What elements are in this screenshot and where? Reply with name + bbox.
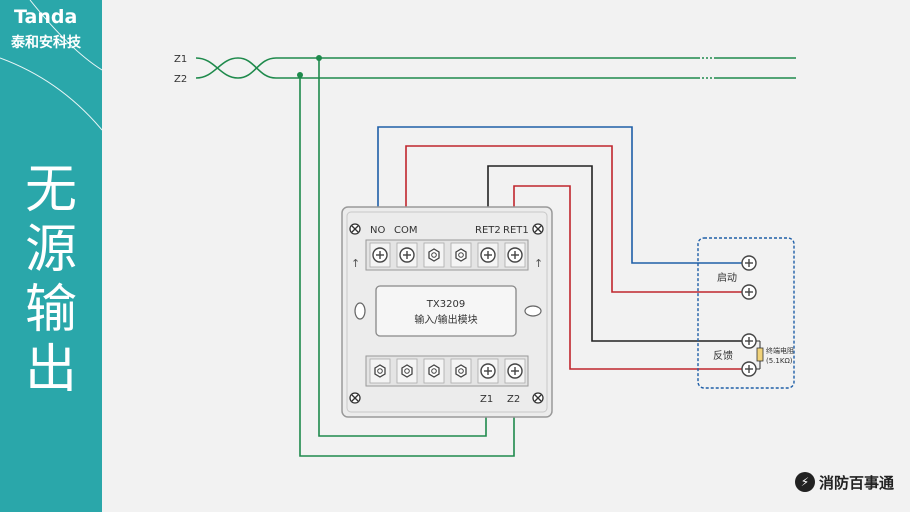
- blue-wire: [377, 126, 742, 264]
- nut-terminal-icon: [374, 364, 386, 378]
- arrow-up-icon: ↑: [351, 257, 360, 270]
- footer-logo-text: 消防百事通: [819, 473, 895, 492]
- fire-logo-icon: ⚡: [795, 472, 815, 492]
- nut-terminal-icon: [455, 364, 467, 378]
- feedback-label: 反馈: [713, 349, 733, 362]
- screw-terminal-icon: [741, 361, 757, 377]
- title-char-1: 无: [24, 160, 77, 220]
- module-name: 输入/输出模块: [414, 313, 477, 326]
- arrow-up-icon: ↑: [534, 257, 543, 270]
- terminal-label-no: NO: [370, 225, 385, 236]
- mounting-hole-icon: [354, 302, 366, 320]
- resistor-label: 终端电阻: [766, 346, 794, 355]
- footer-logo: ⚡ 消防百事通: [795, 470, 894, 494]
- nut-terminal-icon: [455, 248, 467, 262]
- brand-logo-en: Tanda: [14, 6, 78, 28]
- start-label: 启动: [717, 271, 737, 284]
- sidebar: Tanda 泰和安科技 无 源 输 出: [0, 0, 102, 512]
- screw-terminal-icon: [507, 247, 523, 263]
- corner-screw-icon: [532, 223, 544, 235]
- resistor-icon: [756, 347, 764, 362]
- terminal-label-com: COM: [394, 225, 417, 236]
- black-wire: [487, 165, 742, 342]
- bottom-terminals: [369, 358, 526, 384]
- corner-screw-icon: [532, 392, 544, 404]
- title-char-2: 源: [24, 220, 77, 280]
- mounting-hole-icon: [524, 305, 542, 317]
- red-wire-start: [405, 145, 742, 293]
- terminal-label-ret1: RET1: [503, 225, 529, 236]
- page-title: 无 源 输 出: [18, 160, 84, 400]
- nut-terminal-icon: [428, 248, 440, 262]
- module-model: TX3209: [426, 299, 465, 310]
- screw-terminal-icon: [741, 333, 757, 349]
- screw-terminal-icon: [399, 247, 415, 263]
- title-char-4: 出: [24, 340, 77, 400]
- brand-logo-cn: 泰和安科技: [11, 35, 81, 51]
- title-char-3: 输: [24, 280, 77, 340]
- screw-terminal-icon: [480, 247, 496, 263]
- screw-terminal-icon: [741, 284, 757, 300]
- output-wires: [377, 126, 742, 370]
- nut-terminal-icon: [428, 364, 440, 378]
- screw-terminal-icon: [480, 363, 496, 379]
- external-device: 启动 反馈 终端电阻 (5.1KΩ): [697, 237, 795, 389]
- sidebar-decor-arcs: [0, 0, 102, 131]
- terminal-label-ret2: RET2: [475, 225, 501, 236]
- module-tx3209: ↑ ↑ NO COM RET2 RET1 TX3209 输入/输出模块: [341, 206, 553, 418]
- resistor-value: (5.1KΩ): [766, 357, 793, 365]
- corner-screw-icon: [349, 392, 361, 404]
- bus-lines: [195, 55, 796, 79]
- corner-screw-icon: [349, 223, 361, 235]
- screw-terminal-icon: [372, 247, 388, 263]
- terminal-label-z1: Z1: [480, 394, 493, 405]
- screw-terminal-icon: [507, 363, 523, 379]
- nut-terminal-icon: [401, 364, 413, 378]
- bus-z1-label: Z1: [174, 54, 187, 65]
- red-wire-feedback: [513, 185, 742, 370]
- screw-terminal-icon: [741, 255, 757, 271]
- terminal-label-z2: Z2: [507, 394, 520, 405]
- bus-z2-label: Z2: [174, 74, 187, 85]
- top-terminals: [369, 242, 526, 268]
